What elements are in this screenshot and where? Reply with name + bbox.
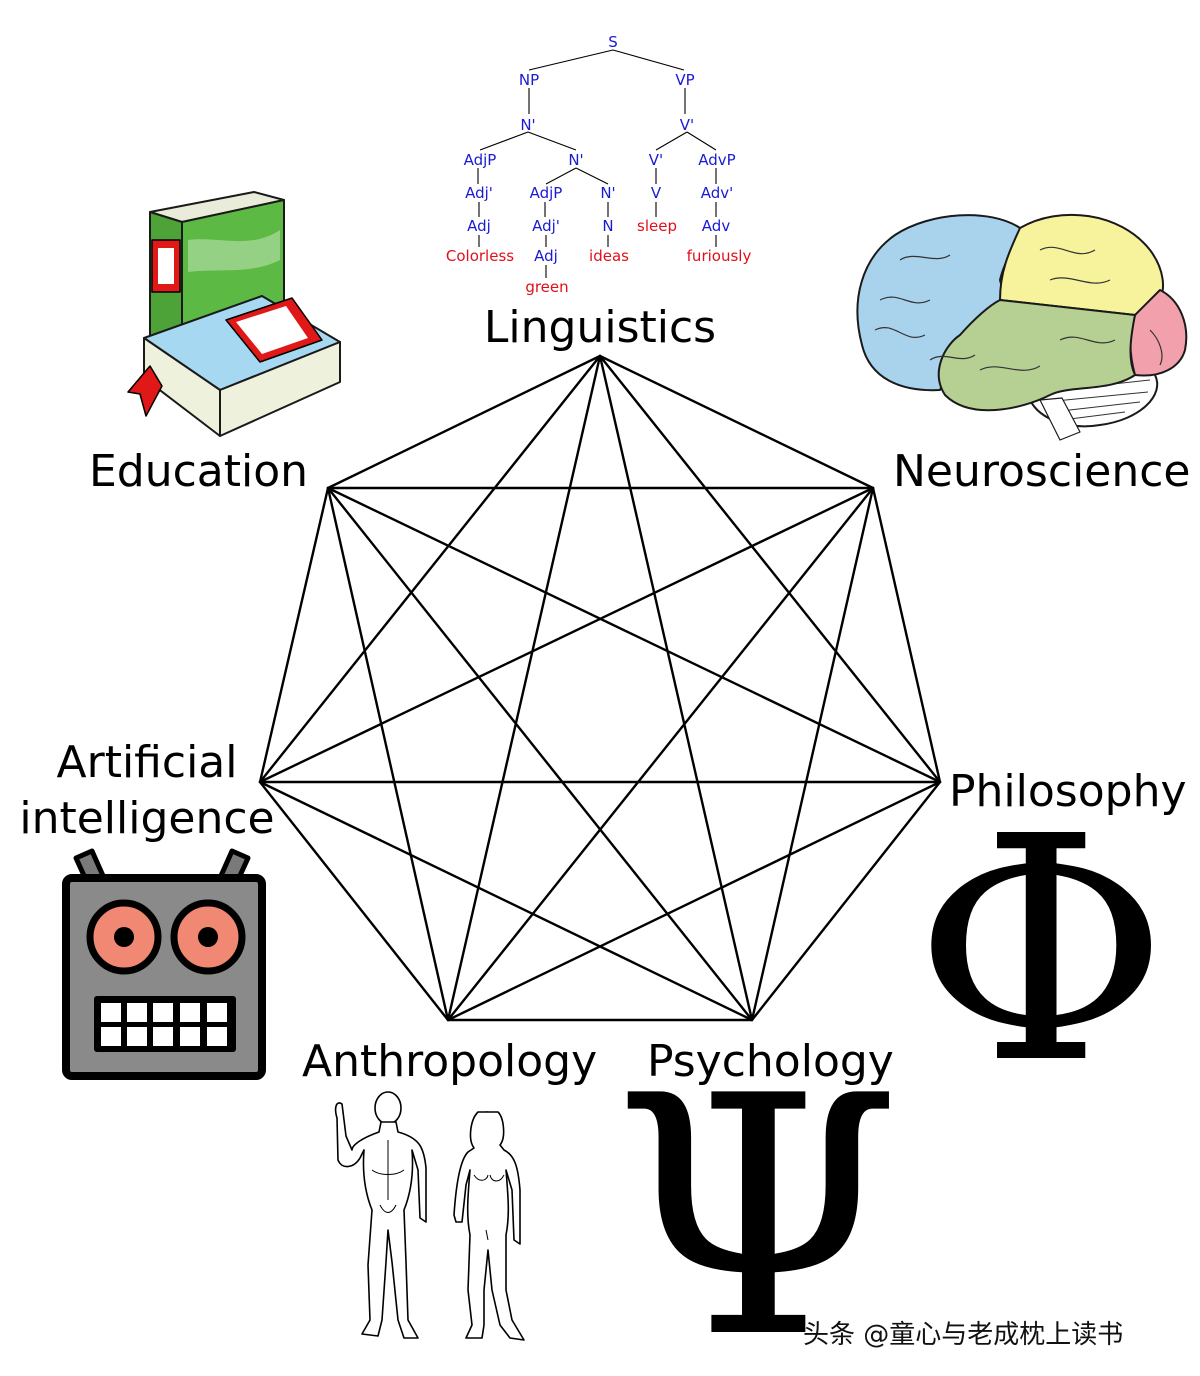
edge-artificial-intelligence-education: [258, 486, 330, 784]
label-education: Education: [89, 446, 308, 497]
tree-node-adj-2: Adj: [534, 247, 558, 265]
label-linguistics: Linguistics: [484, 302, 716, 353]
heptagon-complete-graph: [258, 354, 942, 1022]
edge-linguistics-anthropology: [446, 354, 602, 1022]
edge-neuroscience-anthropology: [446, 486, 875, 1022]
syntax-tree-labels: S NP VP N' V' AdjP N' V' AdvP Adj' AdjP …: [446, 33, 752, 296]
label-philosophy: Philosophy: [949, 766, 1187, 817]
books-icon: [127, 191, 341, 437]
edge-linguistics-artificial-intelligence: [258, 354, 602, 784]
tree-node-advp: AdvP: [698, 151, 735, 169]
human-figures-icon: [334, 1091, 525, 1341]
watermark-text: 头条 @童心与老成枕上读书: [803, 1320, 1123, 1350]
edge-linguistics-neuroscience: [598, 354, 875, 490]
tree-node-v-bar-2: V': [649, 151, 663, 169]
edge-linguistics-philosophy: [598, 354, 942, 784]
brain-icon: [856, 213, 1188, 441]
edge-anthropology-education: [326, 486, 450, 1022]
tree-node-v-bar-1: V': [680, 116, 694, 134]
tree-node-adjp-1: AdjP: [464, 151, 497, 169]
tree-node-n-bar-3: N': [600, 184, 615, 202]
label-artificial-intelligence-line2: intelligence: [19, 793, 274, 844]
edge-anthropology-artificial-intelligence: [258, 780, 450, 1022]
tree-node-v: V: [651, 184, 662, 202]
label-anthropology: Anthropology: [302, 1036, 597, 1087]
tree-node-n-bar-1: N': [520, 116, 535, 134]
robot-icon: [62, 848, 266, 1080]
tree-node-s: S: [608, 33, 618, 51]
edge-neuroscience-psychology: [750, 486, 875, 1022]
edge-philosophy-anthropology: [446, 780, 942, 1022]
edge-philosophy-education: [326, 486, 942, 784]
tree-node-n-bar-2: N': [568, 151, 583, 169]
edge-linguistics-psychology: [598, 354, 754, 1022]
tree-node-vp: VP: [675, 71, 694, 89]
tree-leaf-ideas: ideas: [589, 247, 629, 265]
tree-node-adjp-2: AdjP: [530, 184, 563, 202]
edge-linguistics-education: [326, 354, 602, 490]
tree-leaf-sleep: sleep: [637, 217, 677, 235]
tree-node-n: N: [602, 217, 613, 235]
tree-node-adv-bar: Adv': [701, 184, 734, 202]
tree-leaf-furiously: furiously: [687, 247, 752, 265]
tree-node-adj-bar-1: Adj': [465, 184, 493, 202]
edge-psychology-education: [326, 486, 754, 1022]
edge-philosophy-psychology: [750, 780, 942, 1022]
edge-neuroscience-philosophy: [871, 486, 942, 784]
phi-icon: Φ: [914, 771, 1168, 1132]
tree-leaf-colorless: Colorless: [446, 247, 514, 265]
syntax-tree-icon: [477, 49, 717, 278]
label-neuroscience: Neuroscience: [893, 446, 1190, 497]
tree-node-adj-bar-2: Adj': [532, 217, 560, 235]
edge-psychology-artificial-intelligence: [258, 780, 754, 1022]
tree-leaf-green: green: [525, 278, 568, 296]
label-psychology: Psychology: [647, 1036, 894, 1087]
edge-neuroscience-artificial-intelligence: [258, 486, 875, 784]
psi-icon: Ψ: [612, 1026, 901, 1376]
tree-node-adj-1: Adj: [467, 217, 491, 235]
tree-node-adv: Adv: [702, 217, 731, 235]
label-artificial-intelligence-line1: Artificial: [57, 737, 238, 788]
tree-node-np: NP: [519, 71, 539, 89]
